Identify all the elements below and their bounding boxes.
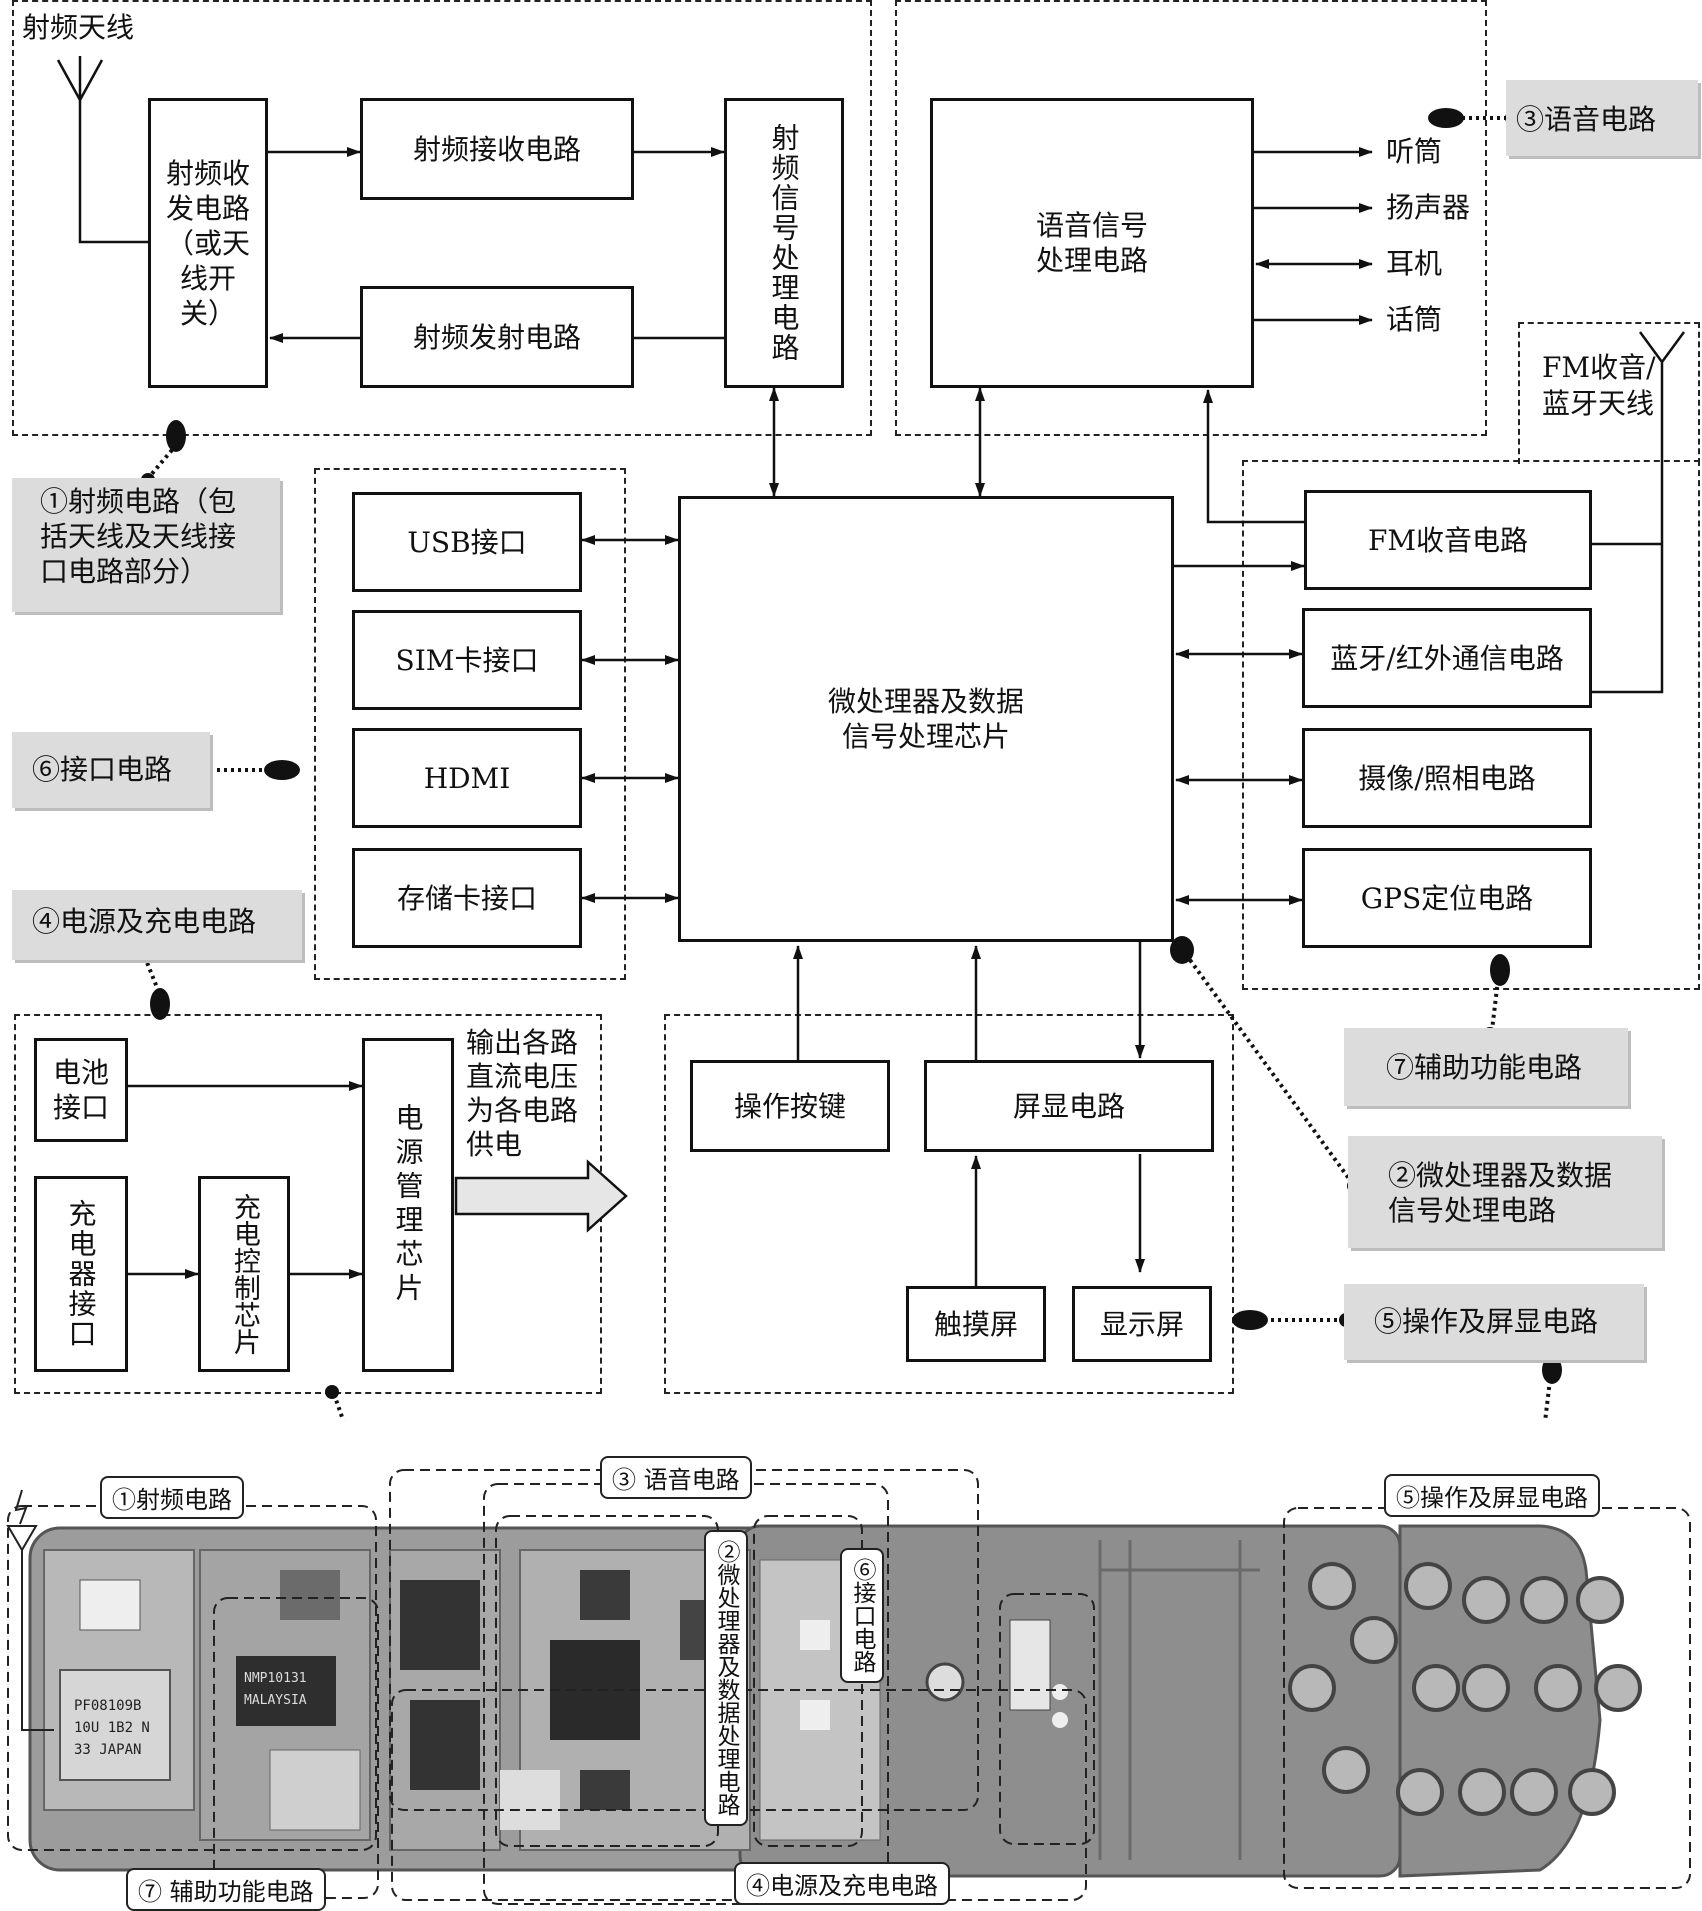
charger-block: 充电器接口 <box>34 1176 128 1372</box>
chip-marking-5: MALAYSIA <box>244 1693 307 1708</box>
rf-signal-processing-block: 射频信号处理电路 <box>724 98 844 388</box>
cpu-label: 微处理器及数据 信号处理芯片 <box>827 685 1024 753</box>
hdmi-label: HDMI <box>423 761 511 795</box>
chip-marking-2: 10U 1B2 N <box>74 1720 150 1736</box>
gps-block: GPS定位电路 <box>1302 848 1592 948</box>
keys-block: 操作按键 <box>690 1060 890 1152</box>
screen-circuit-label: 屏显电路 <box>1012 1089 1125 1123</box>
camera-label: 摄像/照相电路 <box>1358 761 1536 795</box>
callout-rf: ①射频电路（包 括天线及天线接 口电路部分） <box>12 478 280 612</box>
photo-antenna-icon <box>6 1489 54 1731</box>
callout-aux: ⑦辅助功能电路 <box>1344 1028 1628 1106</box>
usb-label: USB接口 <box>407 525 527 559</box>
rf-receive-label: 射频接收电路 <box>412 132 581 166</box>
fm-radio-label: FM收音电路 <box>1367 523 1529 557</box>
usb-block: USB接口 <box>352 492 582 592</box>
rf-transmit-label: 射频发射电路 <box>412 320 581 354</box>
photo-tag-power: ④电源及充电电路 <box>734 1862 950 1905</box>
chip-marking-1: PF08109B <box>74 1698 141 1714</box>
voice-output-microphone: 话筒 <box>1386 303 1443 336</box>
battery-label: 电池 接口 <box>52 1056 109 1124</box>
power-mgmt-block: 电源管理芯片 <box>362 1038 454 1372</box>
photo-tag-voice: ③ 语音电路 <box>600 1456 752 1499</box>
memory-card-label: 存储卡接口 <box>396 881 537 915</box>
keys-label: 操作按键 <box>733 1089 846 1123</box>
battery-block: 电池 接口 <box>34 1038 128 1142</box>
callout-interface: ⑥接口电路 <box>12 732 210 808</box>
operation-group-frame <box>664 1014 1234 1394</box>
connector-lines <box>56 56 1686 1420</box>
memory-card-block: 存储卡接口 <box>352 848 582 948</box>
voice-group-frame <box>895 0 1487 436</box>
screen-circuit-block: 屏显电路 <box>924 1060 1214 1152</box>
callout-cpu: ②微处理器及数据 信号处理电路 <box>1348 1136 1662 1248</box>
callout-power: ④电源及充电电路 <box>12 890 302 960</box>
fm-antenna-label: FM收音/ 蓝牙天线 <box>1542 351 1656 421</box>
charger-label: 充电器接口 <box>64 1199 98 1349</box>
voice-output-earpiece: 听筒 <box>1386 135 1443 168</box>
power-output-text: 输出各路 直流电压 为各电路 供电 <box>466 1026 579 1162</box>
bluetooth-label: 蓝牙/红外通信电路 <box>1330 641 1564 675</box>
touch-block: 触摸屏 <box>906 1286 1046 1362</box>
display-block: 显示屏 <box>1072 1286 1212 1362</box>
sim-label: SIM卡接口 <box>395 643 539 677</box>
rf-receive-block: 射频接收电路 <box>360 98 634 200</box>
charge-control-label: 充电控制芯片 <box>228 1193 260 1355</box>
chip-marking-4: NMP10131 <box>244 1671 307 1686</box>
aux-antenna-frame <box>1518 322 1700 464</box>
power-output-arrow <box>454 1159 628 1233</box>
photo-tag-rf: ①射频电路 <box>100 1476 244 1519</box>
voice-output-speaker: 扬声器 <box>1386 191 1471 224</box>
interface-group-frame <box>314 468 626 980</box>
photo-tag-aux: ⑦ 辅助功能电路 <box>126 1868 326 1911</box>
rf-transceiver-label: 射频收发电路（或天线开关） <box>166 156 251 330</box>
pcb-photo: PF08109B 10U 1B2 N 33 JAPAN NMP10131 MAL… <box>6 1469 1691 1905</box>
chip-marking-3: 33 JAPAN <box>74 1742 141 1758</box>
fm-radio-block: FM收音电路 <box>1304 490 1592 590</box>
camera-block: 摄像/照相电路 <box>1302 728 1592 828</box>
rf-transceiver-block: 射频收发电路（或天线开关） <box>148 98 268 388</box>
sim-block: SIM卡接口 <box>352 610 582 710</box>
rf-antenna-label: 射频天线 <box>22 11 135 44</box>
charge-control-block: 充电控制芯片 <box>198 1176 290 1372</box>
hdmi-block: HDMI <box>352 728 582 828</box>
rf-signal-processing-label: 射频信号处理电路 <box>767 123 801 363</box>
callout-voice: ③语音电路 <box>1506 80 1698 156</box>
rf-transmit-block: 射频发射电路 <box>360 286 634 388</box>
hand-pointer-icons <box>133 108 1562 1399</box>
photo-tag-cpu: ②微处理器及数据处理电路 <box>704 1530 748 1826</box>
callout-operation: ⑤操作及屏显电路 <box>1344 1284 1644 1360</box>
photo-tag-interface: ⑥接口电路 <box>840 1548 884 1683</box>
voice-output-headphone: 耳机 <box>1386 247 1443 280</box>
rf-group-frame <box>12 0 872 436</box>
photo-tag-operation: ⑤操作及屏显电路 <box>1384 1474 1600 1517</box>
touch-label: 触摸屏 <box>933 1307 1018 1341</box>
display-label: 显示屏 <box>1099 1307 1184 1341</box>
aux-group-frame <box>1242 460 1700 990</box>
voice-processing-block: 语音信号 处理电路 <box>930 98 1254 388</box>
power-mgmt-label: 电源管理芯片 <box>391 1103 425 1307</box>
bluetooth-block: 蓝牙/红外通信电路 <box>1302 608 1592 708</box>
cpu-block: 微处理器及数据 信号处理芯片 <box>678 496 1174 942</box>
gps-label: GPS定位电路 <box>1360 881 1534 915</box>
voice-processing-label: 语音信号 处理电路 <box>1035 209 1148 277</box>
